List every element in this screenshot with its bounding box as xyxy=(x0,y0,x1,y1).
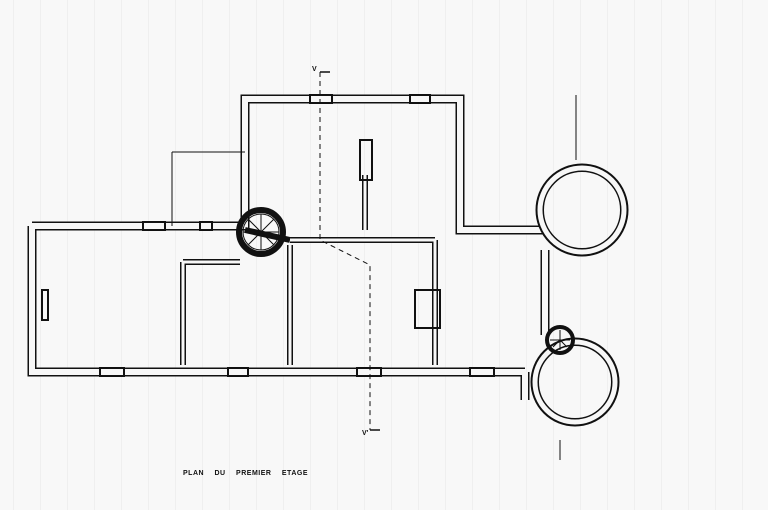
spiral-staircases xyxy=(236,207,575,355)
section-mark-bottom: V' xyxy=(362,430,369,437)
section-arrows xyxy=(320,71,380,431)
towers xyxy=(530,163,629,427)
plan-caption: PLAN DU PREMIER ETAGE xyxy=(183,470,308,477)
section-line xyxy=(319,72,371,430)
site-lines xyxy=(171,95,577,460)
exterior-walls xyxy=(27,94,550,400)
windows-and-fireplaces xyxy=(41,94,495,377)
section-mark-top: V xyxy=(312,66,317,73)
interior-walls xyxy=(180,175,438,365)
